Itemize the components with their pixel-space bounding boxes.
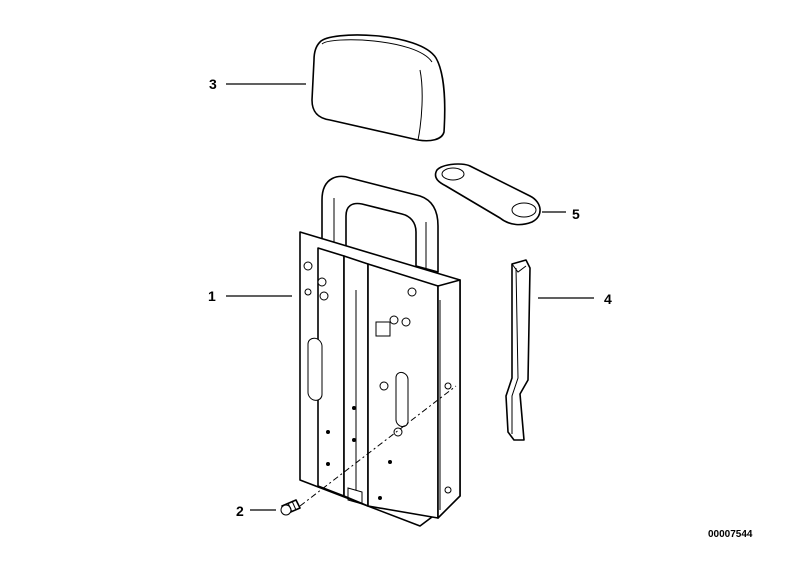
headrest-cushion-part[interactable]: [311, 34, 446, 142]
screw-part[interactable]: [280, 499, 301, 516]
diagram-code: 00007544: [708, 529, 753, 540]
callout-label-3: 3: [209, 76, 217, 92]
callout-label-5: 5: [572, 206, 580, 222]
callout-label-2: 2: [236, 503, 244, 519]
screw-assembly-line: [299, 385, 457, 507]
guide-sleeve-part[interactable]: [505, 259, 531, 441]
callout-label-4: 4: [604, 291, 612, 307]
callout-label-1: 1: [208, 288, 216, 304]
guide-plate-part[interactable]: [434, 163, 541, 226]
headrest-frame-part[interactable]: [299, 175, 461, 527]
